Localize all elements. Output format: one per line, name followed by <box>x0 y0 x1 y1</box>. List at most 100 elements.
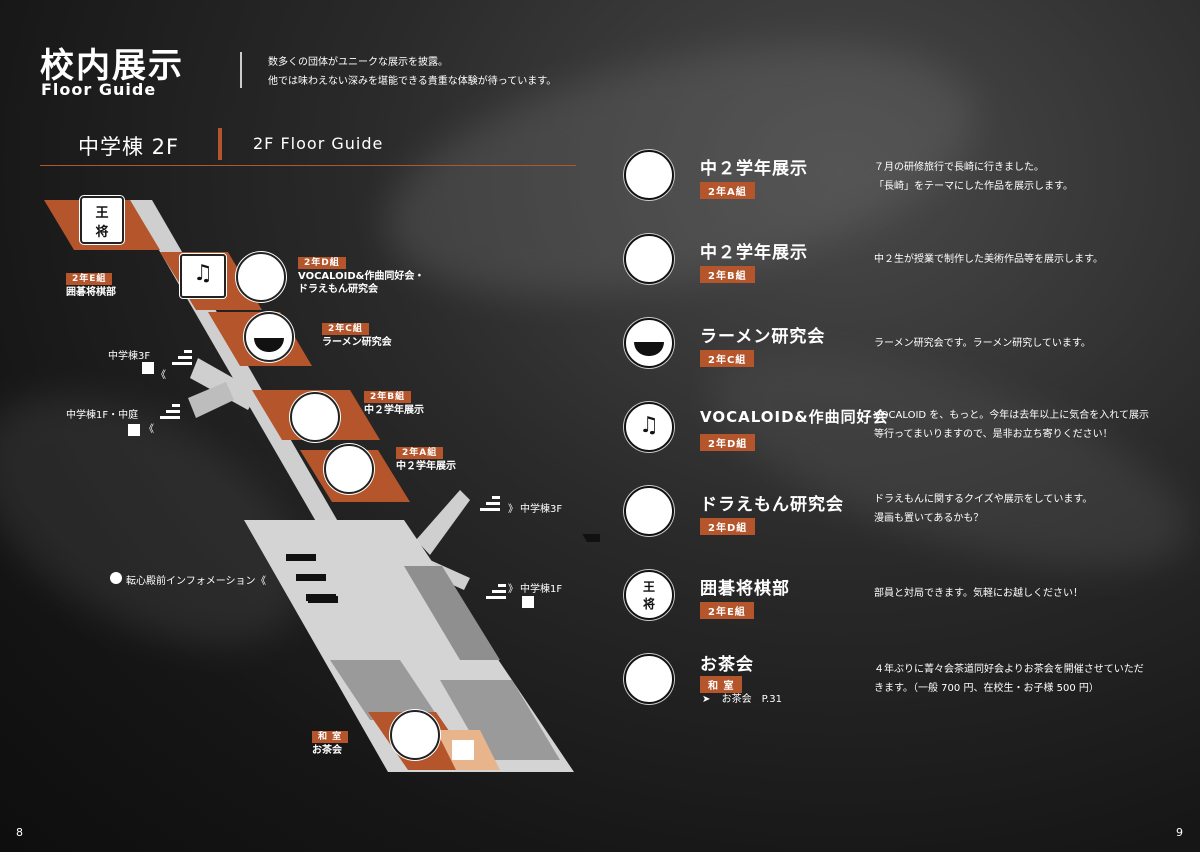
pamphlet-icon <box>624 234 674 284</box>
arrows-left: 《 <box>144 424 154 435</box>
room-name: 中２学年展示 <box>396 460 456 472</box>
page-number-right: 9 <box>1176 826 1183 839</box>
nav-to-1f-left[interactable]: 中学棟1F・中庭 <box>66 410 139 421</box>
music-note-icon: ♫ <box>180 254 226 298</box>
lead-line: 他では味わえない深みを堪能できる貴重な体験が待っています。 <box>268 76 557 87</box>
robot-cat-icon <box>236 252 286 302</box>
pamphlet-icon <box>290 392 340 442</box>
exhibit-desc: 中２生が授業で制作した美術作品等を展示します。 <box>874 250 1103 269</box>
desc-line: きます。（一般 700 円、在校生・お子様 500 円） <box>874 683 1099 694</box>
restroom-icon <box>522 596 534 608</box>
lead-line: 数多くの団体がユニークな展示を披露。 <box>268 57 448 68</box>
lower-hall-dark-3 <box>440 680 560 760</box>
exhibit-title: お茶会 <box>700 655 754 675</box>
label-washitsu: 和 室 お茶会 <box>312 730 349 757</box>
info-icon <box>110 572 122 584</box>
exhibit-title: ドラえもん研究会 <box>700 495 844 515</box>
bench <box>582 534 600 542</box>
stairs-icon <box>160 350 506 599</box>
exhibit-desc: 部員と対局できます。気軽にお越しください！ <box>874 584 1083 603</box>
label-2e: 2年E組 囲碁将棋部 <box>66 272 116 299</box>
page-subtitle: Floor Guide <box>41 80 157 99</box>
exhibit-desc: ４年ぶりに菁々会茶道同好会よりお茶会を開催させていただ きます。（一般 700 … <box>874 660 1144 698</box>
note-text: お茶会 P.31 <box>721 694 782 705</box>
exhibit-title: 囲碁将棋部 <box>700 579 790 599</box>
room-tag: 2年B組 <box>364 391 412 404</box>
bench <box>286 554 316 561</box>
room-tag: 2年C組 <box>322 323 369 336</box>
exhibit-desc: ７月の研修旅行で長崎に行きました。 「長崎」をテーマにした作品を展示します。 <box>874 158 1073 196</box>
shogi-piece-icon: 王 将 <box>80 196 124 244</box>
room-name: 中２学年展示 <box>364 404 424 416</box>
desc-line: ７月の研修旅行で長崎に行きました。 <box>874 162 1044 173</box>
room-name: お茶会 <box>312 744 342 756</box>
arrows-right: 》 <box>508 504 518 515</box>
desc-line: ラーメン研究会です。ラーメン研究しています。 <box>874 338 1091 349</box>
pamphlet-icon <box>324 444 374 494</box>
desc-line: ４年ぶりに菁々会茶道同好会よりお茶会を開催させていただ <box>874 664 1144 675</box>
page-title: 校内展示 <box>40 46 184 86</box>
arrows-info: 《 <box>256 576 266 587</box>
exhibit-tag: 2年D組 <box>700 518 756 535</box>
shogi-char: 将 <box>642 597 655 611</box>
exhibit-tag: 2年C組 <box>700 350 755 367</box>
ramen-icon <box>624 318 674 368</box>
arrows-left: 《 <box>156 370 166 381</box>
exhibit-note[interactable]: ➤ お茶会 P.31 <box>702 690 782 705</box>
desc-line: 漫画も置いてあるかも？ <box>874 513 984 524</box>
room-name: ラーメン研究会 <box>322 336 392 348</box>
exhibit-title: 中２学年展示 <box>700 159 808 179</box>
exhibit-tag: 和 室 <box>700 676 743 693</box>
arrows-right: 》 <box>508 584 518 595</box>
exhibit-title: VOCALOID&作曲同好会 <box>700 408 889 426</box>
label-2d: 2年D組 VOCALOID&作曲同好会・ ドラえもん研究会 <box>298 256 424 297</box>
page-number-left: 8 <box>16 826 23 839</box>
room-tag: 2年E組 <box>66 273 113 286</box>
tea-cup-icon <box>624 654 674 704</box>
section-subtitle: 2F Floor Guide <box>253 134 384 153</box>
section-title: 中学棟 2F <box>78 135 180 159</box>
exhibit-tag: 2年A組 <box>700 182 755 199</box>
label-2b: 2年B組 中２学年展示 <box>364 390 424 417</box>
nav-to-3f-right[interactable]: 中学棟3F <box>520 504 563 515</box>
ramen-icon <box>244 312 294 362</box>
lower-hall-dark-1 <box>404 566 500 660</box>
room-tag: 2年D組 <box>298 257 346 270</box>
room-tag: 2年A組 <box>396 447 444 460</box>
desc-line: 等行ってまいりますので、是非お立ち寄りください！ <box>874 429 1113 440</box>
exhibit-title: 中２学年展示 <box>700 243 808 263</box>
exhibit-tag: 2年B組 <box>700 266 755 283</box>
info-label[interactable]: 転心殿前インフォメーション <box>126 576 256 587</box>
header-lead: 数多くの団体がユニークな展示を披露。 他では味わえない深みを堪能できる貴重な体験… <box>268 53 556 91</box>
bench <box>308 596 338 603</box>
desc-line: 中２生が授業で制作した美術作品等を展示します。 <box>874 254 1103 265</box>
note-arrow-icon: ➤ <box>702 694 711 705</box>
shogi-piece-icon: 王 将 <box>624 570 674 620</box>
exhibit-title: ラーメン研究会 <box>700 327 826 347</box>
section-underline <box>40 165 576 166</box>
nav-to-1f-right[interactable]: 中学棟1F <box>520 584 563 595</box>
restroom-icon <box>452 740 474 760</box>
desc-line: 「長崎」をテーマにした作品を展示します。 <box>874 181 1073 192</box>
tea-cup-icon <box>390 710 440 760</box>
label-2a: 2年A組 中２学年展示 <box>396 446 456 473</box>
exhibit-desc: VOCALOID を、もっと。今年は去年以上に気合を入れて展示 等行ってまいりま… <box>874 406 1149 444</box>
robot-cat-icon <box>624 486 674 536</box>
restroom-icon <box>142 362 154 374</box>
room-tag: 和 室 <box>312 731 349 744</box>
music-note-icon: ♫ <box>624 402 674 452</box>
nav-to-3f-left[interactable]: 中学棟3F <box>108 351 151 362</box>
exhibit-tag: 2年E組 <box>700 602 754 619</box>
label-2c: 2年C組 ラーメン研究会 <box>322 322 392 349</box>
room-name: 囲碁将棋部 <box>66 286 116 298</box>
exhibit-desc: ドラえもんに関するクイズや展示をしています。 漫画も置いてあるかも？ <box>874 490 1092 528</box>
lower-hall-dark-2 <box>330 660 440 720</box>
restroom-icon <box>128 424 140 436</box>
desc-line: VOCALOID を、もっと。今年は去年以上に気合を入れて展示 <box>874 410 1149 421</box>
desc-line: 部員と対局できます。気軽にお越しください！ <box>874 588 1083 599</box>
shogi-char: 王 <box>642 580 655 594</box>
room-name: VOCALOID&作曲同好会・ <box>298 270 425 282</box>
room-name: ドラえもん研究会 <box>298 284 378 295</box>
stair-arm-left-2 <box>188 382 234 418</box>
section-divider <box>218 128 222 160</box>
